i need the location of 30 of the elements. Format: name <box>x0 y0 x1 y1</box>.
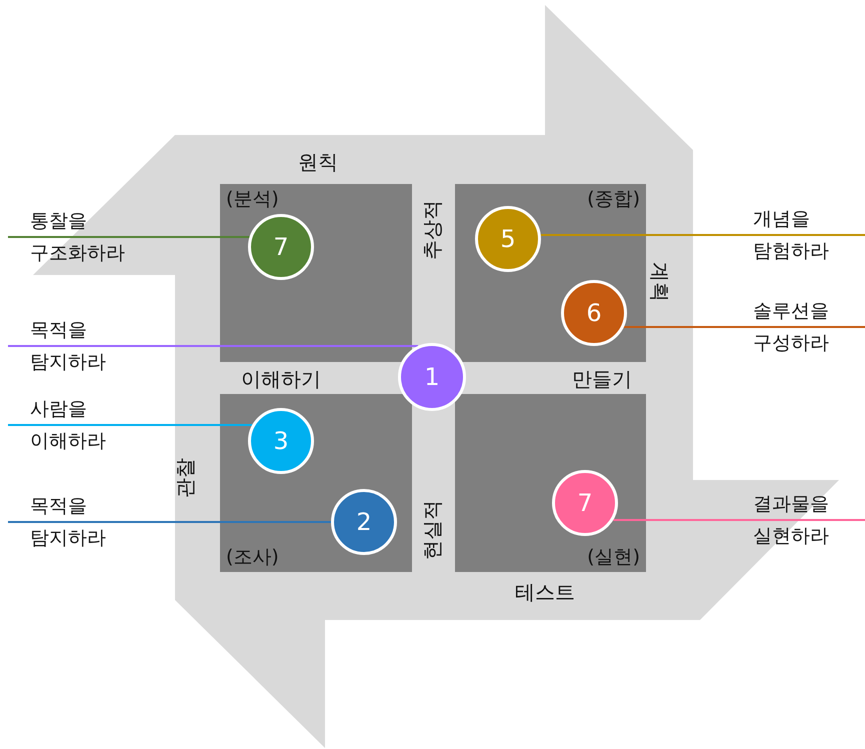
leader-line <box>8 521 331 523</box>
quadrant-title: (분석) <box>226 187 279 212</box>
axis-label: 현실적 <box>420 500 444 560</box>
step-label: 목적을 탐지하라 <box>30 494 106 551</box>
step-label: 솔루션을 구성하라 <box>753 299 829 356</box>
step-label: 결과물을 실현하라 <box>753 492 829 549</box>
axis-label: 추상적 <box>420 200 444 260</box>
axis-label: 계획 <box>648 262 672 302</box>
step-label: 통찰을 구조화하라 <box>30 209 125 266</box>
axis-label: 원칙 <box>298 150 338 174</box>
axis-label: 만들기 <box>572 367 632 391</box>
axis-label: 테스트 <box>515 580 575 604</box>
step-label: 목적을 탐지하라 <box>30 318 106 375</box>
leader-line <box>8 236 250 238</box>
axis-label: 관찰 <box>173 458 197 498</box>
leader-line <box>613 519 865 521</box>
quadrant-box <box>455 394 646 572</box>
quadrant-title: (조사) <box>226 545 279 570</box>
leader-line <box>8 424 252 426</box>
quadrant-box <box>220 394 412 572</box>
step-label: 사람을 이해하라 <box>30 397 106 454</box>
quadrant-box <box>220 184 412 362</box>
leader-line <box>540 234 865 236</box>
leader-line <box>8 345 418 347</box>
step-label: 개념을 탐험하라 <box>753 207 829 264</box>
quadrant-box <box>455 184 646 362</box>
axis-label: 이해하기 <box>241 367 321 391</box>
quadrant-title: (실현) <box>587 545 640 570</box>
leader-line <box>624 326 865 328</box>
quadrant-title: (종합) <box>587 187 640 212</box>
